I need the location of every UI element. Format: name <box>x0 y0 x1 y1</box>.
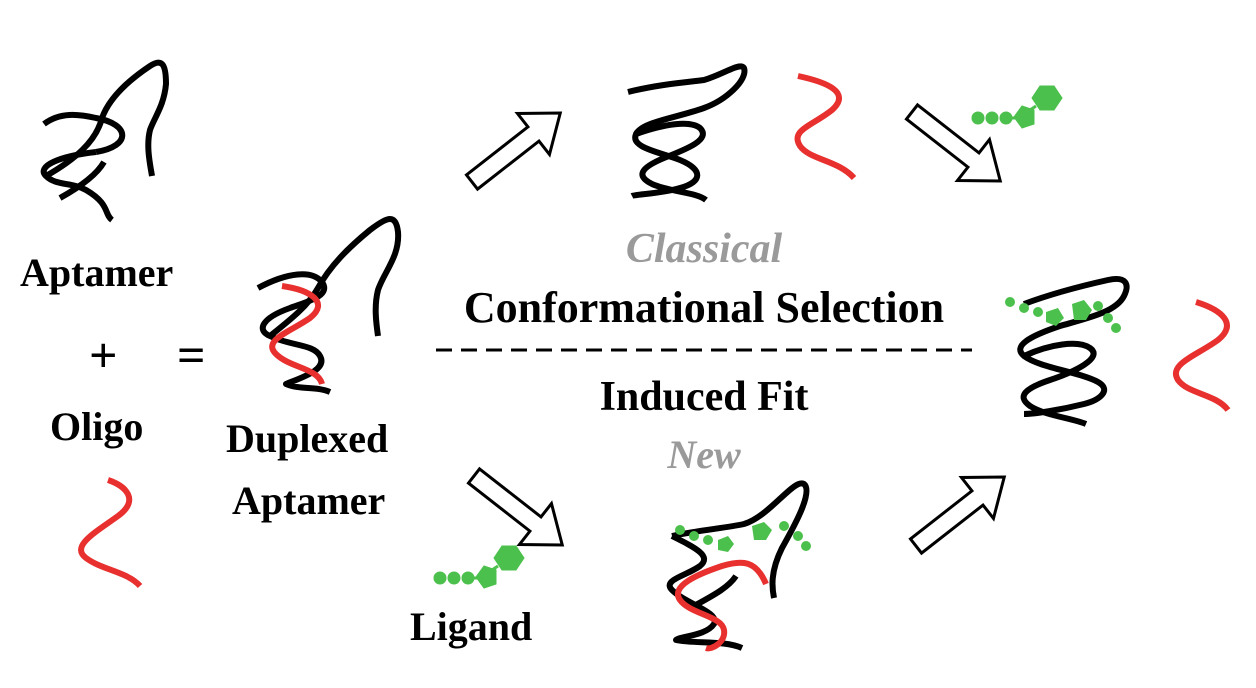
duplexed-label-line1: Duplexed <box>226 416 388 461</box>
ligand-molecule-free <box>432 544 526 590</box>
ligand-bound-duplex-oligo <box>675 559 769 652</box>
arrow-from-released-aptamer <box>904 102 1003 183</box>
arrow-from-ligand-duplex <box>908 475 1007 556</box>
new-tag: New <box>666 432 741 477</box>
duplexed-oligo-strand <box>269 283 325 386</box>
plus-sign: + <box>89 327 118 383</box>
final-released-oligo-strand <box>1173 299 1231 413</box>
ligand-molecule-top <box>970 84 1064 130</box>
conformational-selection-label: Conformational Selection <box>464 283 944 332</box>
duplexed-aptamer-strand <box>256 216 402 395</box>
free-aptamer-strand <box>40 59 169 223</box>
oligo-label: Oligo <box>50 404 143 449</box>
duplexed-label-line2: Aptamer <box>232 478 385 523</box>
aptamer-label: Aptamer <box>20 250 173 295</box>
released-oligo-strand <box>794 73 857 181</box>
ligand-bound-aptamer <box>1017 276 1130 427</box>
ligand-bound-duplex-aptamer <box>666 480 810 651</box>
ligand-label: Ligand <box>410 604 532 649</box>
free-oligo-strand <box>78 477 143 589</box>
arrow-to-ligand-duplex <box>466 466 565 547</box>
bound-ligand-bottom <box>675 521 811 552</box>
released-aptamer-strand <box>627 63 748 203</box>
bound-ligand-right <box>1005 297 1121 333</box>
equals-sign: = <box>177 327 206 383</box>
classical-tag: Classical <box>626 226 783 272</box>
induced-fit-label: Induced Fit <box>600 374 809 420</box>
arrow-to-released-aptamer <box>464 111 563 192</box>
